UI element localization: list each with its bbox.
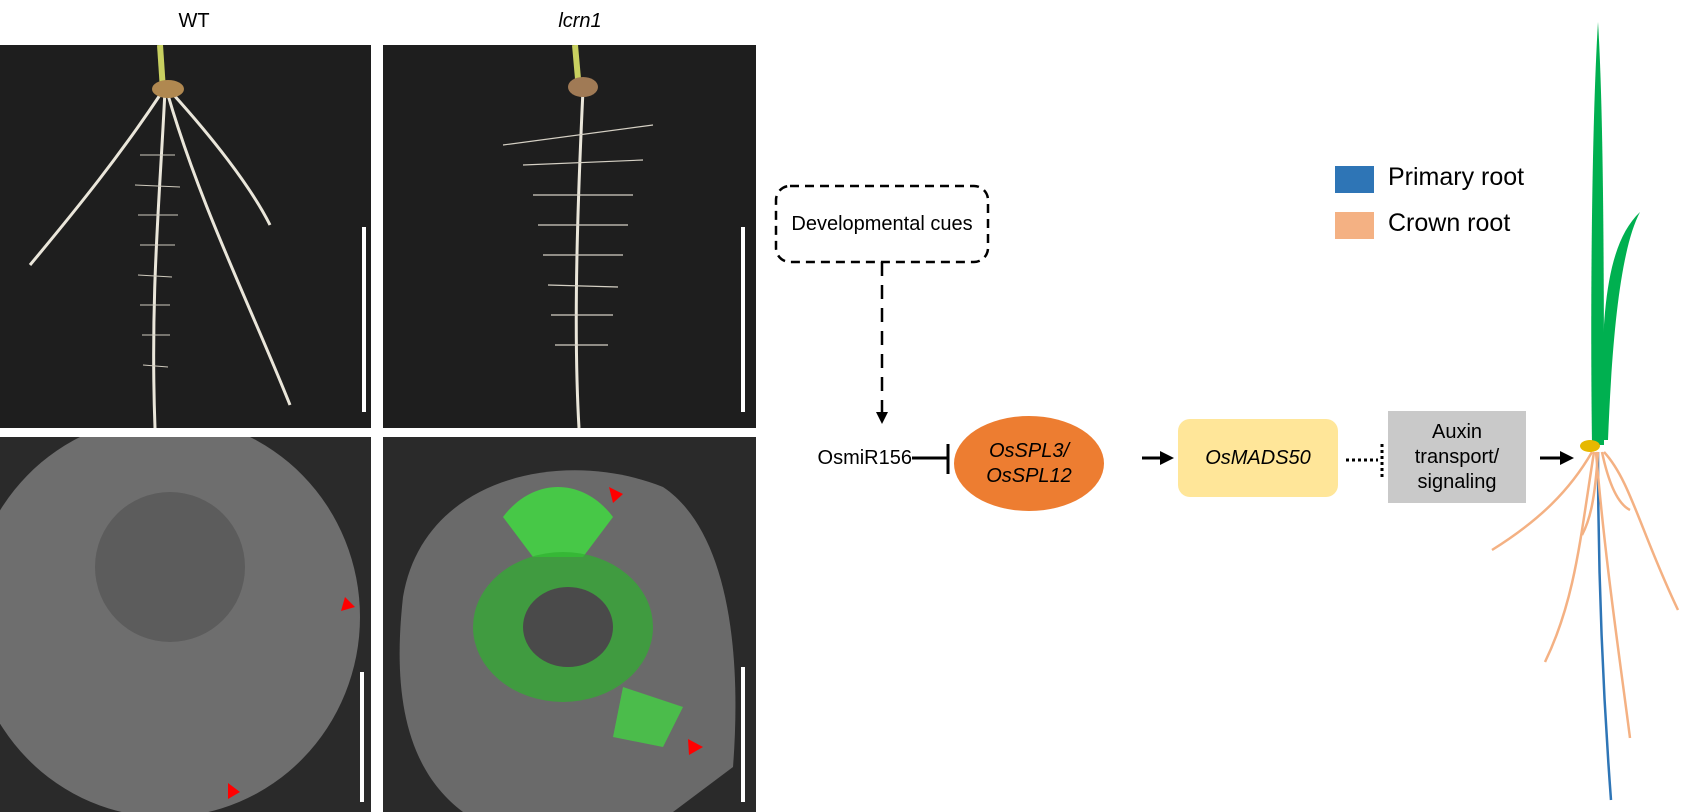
wt-section-image xyxy=(0,437,371,812)
leaf-icon xyxy=(1591,22,1604,445)
mutant-seedling-photo xyxy=(383,45,756,428)
leaf-icon xyxy=(1601,212,1640,440)
wt-seedling-photo xyxy=(0,45,371,428)
osmir156-label: OsmiR156 xyxy=(817,446,912,469)
mutant-roots-image xyxy=(502,45,745,428)
wt-label: WT xyxy=(178,10,210,32)
primary-root xyxy=(1596,451,1613,801)
rice-seedling-illustration xyxy=(1491,22,1680,801)
auxin-box: Auxin transport/ signaling xyxy=(1388,411,1526,503)
seed-icon xyxy=(1580,440,1600,452)
legend-swatch-crown-root xyxy=(1335,212,1374,239)
arrowhead-icon xyxy=(876,412,888,424)
osmads50-box: OsMADS50 xyxy=(1178,419,1338,497)
arrowhead-icon xyxy=(1560,451,1574,465)
legend-label-primary-root: Primary root xyxy=(1388,163,1525,191)
wt-roots-image xyxy=(28,45,366,428)
legend-label-crown-root: Crown root xyxy=(1388,209,1511,237)
mutant-section-image xyxy=(383,437,756,812)
arrowhead-icon xyxy=(1160,451,1174,465)
osspl-ellipse: OsSPL3/ OsSPL12 xyxy=(954,416,1104,511)
developmental-cues-box: Developmental cues xyxy=(791,212,973,235)
mutant-section-drawing xyxy=(399,470,745,812)
wt-section-drawing xyxy=(0,437,364,812)
mutant-label: lcrn1 xyxy=(558,10,602,32)
legend-swatch-primary-root xyxy=(1335,166,1374,193)
